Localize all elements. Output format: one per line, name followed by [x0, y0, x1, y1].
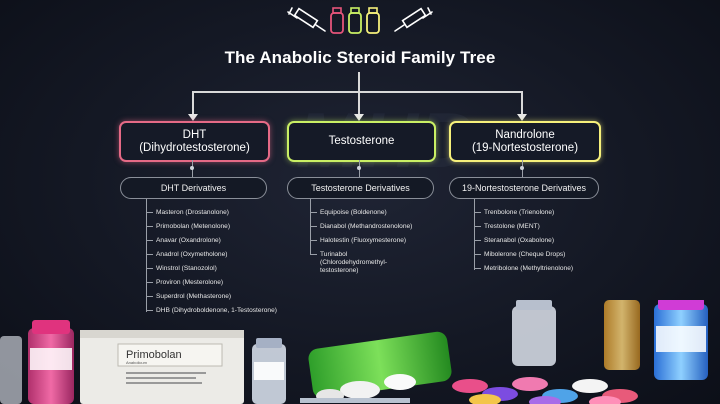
connector-dot — [190, 166, 194, 170]
connector-nandrolone — [521, 91, 523, 117]
list-item: Anadrol (Oxymetholone) — [156, 251, 228, 258]
list-item: Metribolone (Methyltrienolone) — [484, 265, 574, 272]
connector-title — [358, 72, 360, 92]
list-item: Equipoise (Boldenone) — [320, 209, 387, 216]
list-item: Mibolerone (Cheque Drops) — [484, 251, 566, 258]
connector-horizontal — [192, 91, 522, 93]
list-item: Halotestin (Fluoxymesterone) — [320, 237, 407, 244]
derivatives-pill-testosterone: Testosterone Derivatives — [287, 177, 434, 199]
product-box-sub: Anabolicum — [126, 360, 148, 365]
derivatives-label-testosterone: Testosterone Derivatives — [311, 183, 410, 193]
syringes-vials-icon — [287, 7, 433, 34]
arrowheads — [188, 114, 527, 121]
tree-trunk-testosterone — [310, 199, 311, 255]
family-label-nandrolone: Nandrolone (19-Nortestosterone) — [471, 128, 579, 154]
family-label-testosterone: Testosterone — [328, 135, 395, 147]
list-item: Masteron (Drostanolone) — [156, 209, 229, 216]
derivatives-label-nandrolone: 19-Nortestosterone Derivatives — [461, 183, 587, 193]
tree-trunk-dht — [146, 199, 147, 312]
product-box-brand: Primobolan — [126, 349, 182, 361]
family-box-testosterone: Testosterone — [287, 121, 436, 162]
list-item: Trenbolone (Trienolone) — [484, 209, 555, 216]
family-box-nandrolone: Nandrolone (19-Nortestosterone) — [449, 121, 601, 162]
derivatives-pill-dht: DHT Derivatives — [120, 177, 267, 199]
list-item: Anavar (Oxandrolone) — [156, 237, 221, 244]
connector-dht — [192, 91, 194, 117]
family-box-dht: DHT (Dihydrotestosterone) — [119, 121, 270, 162]
derivatives-pill-nandrolone: 19-Nortestosterone Derivatives — [449, 177, 599, 199]
derivatives-label-dht: DHT Derivatives — [160, 183, 227, 193]
list-item: Proviron (Mesterolone) — [156, 279, 224, 286]
list-item: Winstrol (Stanozolol) — [156, 265, 217, 272]
list-item: Turinabol (Chlorodehydromethyl- testoste… — [320, 251, 388, 274]
list-item: Trestolone (MENT) — [484, 223, 540, 230]
tree-trunk-nandrolone — [474, 199, 475, 270]
connector-dot — [357, 166, 361, 170]
list-item: Primobolan (Metenolone) — [156, 223, 231, 230]
family-label-dht: DHT (Dihydrotestosterone) — [139, 128, 250, 154]
connector-dot — [520, 166, 524, 170]
list-item: Steranabol (Oxabolone) — [484, 237, 555, 244]
product-imagery: Primobolan Anabolicum — [0, 300, 708, 404]
list-item: DHB (Dihydroboldenone, 1-Testosterone) — [156, 307, 277, 314]
page-title: The Anabolic Steroid Family Tree — [224, 48, 496, 67]
connector-testosterone — [358, 91, 360, 117]
list-item: Superdrol (Methasterone) — [156, 293, 232, 300]
list-item: Dianabol (Methandrostenolone) — [320, 223, 413, 230]
